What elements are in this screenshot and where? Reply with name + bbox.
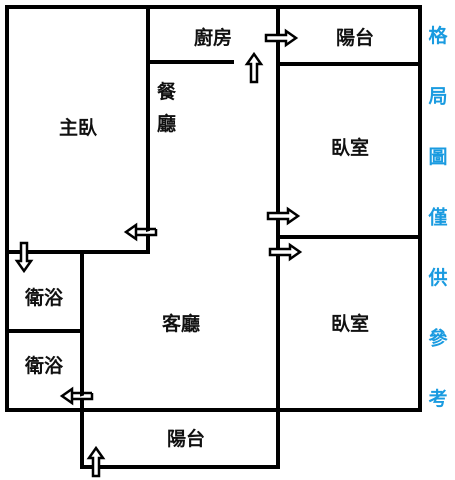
room-label-balcony-bottom: 陽台: [167, 427, 205, 450]
room-labels: 廚房 陽台 主臥 餐廳 臥室 臥室 衛浴 衛浴 客廳 陽台: [24, 26, 374, 450]
door-arrow-icon: [14, 241, 34, 274]
room-label-kitchen: 廚房: [194, 26, 232, 49]
room-label-bedroom-1: 臥室: [331, 136, 369, 159]
door-arrow-icon: [123, 222, 158, 242]
outer-wall: [5, 5, 422, 469]
walls: [5, 5, 422, 469]
room-label-bedroom-2: 臥室: [331, 312, 369, 335]
note-char: 圖: [428, 146, 447, 168]
door-arrow-icon: [264, 28, 299, 48]
room-label-master-bedroom: 主臥: [59, 117, 98, 139]
door-arrow-icon: [86, 445, 106, 478]
room-label-living-room: 客廳: [162, 312, 200, 335]
door-arrow-icon: [268, 242, 303, 262]
note-char: 僅: [427, 206, 447, 229]
door-arrow-icon: [244, 51, 264, 84]
room-label-bathroom-1: 衛浴: [24, 286, 64, 309]
note-char: 格: [428, 24, 448, 47]
room-label-balcony-top: 陽台: [336, 26, 374, 49]
note-char: 參: [428, 327, 448, 350]
note-char: 考: [428, 388, 447, 410]
door-arrows: [14, 28, 303, 478]
room-label-dining-room: 餐廳: [157, 80, 177, 135]
door-arrow-icon: [59, 386, 94, 406]
room-label-bathroom-2: 衛浴: [24, 354, 64, 377]
note-char: 供: [427, 266, 447, 289]
note-char: 局: [428, 86, 447, 108]
door-arrow-icon: [266, 206, 301, 226]
